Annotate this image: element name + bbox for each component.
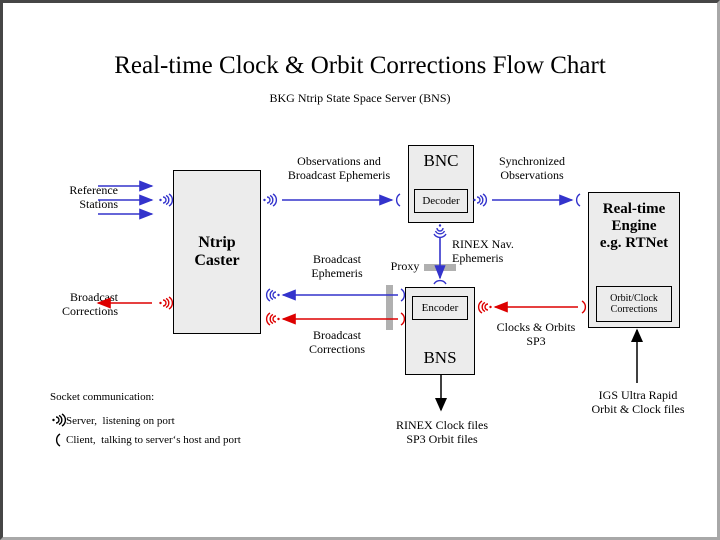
legend-item-client-label: Client, talking to server‘s host and por…	[66, 434, 241, 446]
proxy-bar-vertical	[386, 285, 393, 330]
label-rinex-clock-sp3-files: RINEX Clock files SP3 Orbit files	[396, 418, 488, 447]
rt-engine-line2: Engine	[611, 218, 657, 234]
server-socket-icon-rinex-nav	[433, 223, 447, 239]
client-socket-icon-bns-rinex	[433, 279, 447, 285]
label-broadcast-ephemeris: Broadcast Ephemeris	[311, 252, 363, 281]
label-broadcast-corrections-mid: Broadcast Corrections	[309, 328, 365, 357]
server-socket-icon-caster-out	[158, 296, 174, 310]
orbit-clock-line1: Orbit/Clock	[610, 292, 658, 304]
rt-engine-line1: Real-time	[602, 201, 666, 217]
box-orbit-clock-corrections[interactable]: Orbit/Clock Corrections	[596, 286, 672, 322]
server-socket-icon-caster-in	[158, 193, 174, 207]
page-title: Real-time Clock & Orbit Corrections Flow…	[114, 52, 606, 79]
ntrip-caster-line1: Ntrip	[198, 234, 236, 251]
label-observations-broadcast-ephemeris: Observations and Broadcast Ephemeris	[287, 154, 391, 183]
label-rinex-nav-ephemeris: RINEX Nav. Ephemeris	[452, 237, 514, 266]
orbit-clock-line2: Corrections	[610, 304, 658, 315]
server-socket-icon-caster-obs	[262, 193, 278, 207]
label-clocks-orbits-sp3: Clocks & Orbits SP3	[496, 320, 576, 349]
server-socket-icon-bnc-sync	[472, 193, 488, 207]
label-reference-stations: Reference Stations	[69, 183, 118, 212]
page-subtitle: BKG Ntrip State Space Server (BNS)	[269, 91, 451, 105]
label-proxy: Proxy	[390, 259, 420, 273]
box-ntrip-caster[interactable]: Ntrip Caster	[173, 170, 261, 334]
client-socket-icon-bns-bccorr	[400, 312, 406, 326]
label-broadcast-corrections-left: Broadcast Corrections	[62, 290, 118, 319]
legend-item-server-label: Server, listening on port	[66, 415, 175, 427]
client-socket-icon-legend	[55, 433, 61, 447]
label-igs-ultra-rapid: IGS Ultra Rapid Orbit & Clock files	[591, 388, 685, 417]
ntrip-caster-line2: Caster	[194, 252, 240, 269]
bns-title: BNS	[423, 348, 457, 367]
server-socket-icon-legend	[51, 413, 67, 427]
client-socket-icon-bnc-obs	[395, 193, 401, 207]
box-bns-encoder[interactable]: Encoder	[412, 296, 468, 320]
client-socket-icon-rtengine-clocks	[581, 300, 587, 314]
client-socket-icon-rtengine-sync	[575, 193, 581, 207]
legend-heading: Socket communication:	[50, 391, 155, 403]
client-socket-icon-bns-bcep	[400, 288, 406, 302]
bnc-title: BNC	[423, 151, 459, 170]
server-socket-icon-caster-bcep	[265, 288, 281, 302]
server-socket-icon-caster-bccorr	[265, 312, 281, 326]
rt-engine-line3: e.g. RTNet	[599, 235, 669, 251]
server-socket-icon-bns-clocks	[477, 300, 493, 314]
box-bnc-decoder[interactable]: Decoder	[414, 189, 468, 213]
bnc-decoder-label: Decoder	[422, 194, 460, 207]
bns-encoder-label: Encoder	[421, 301, 459, 314]
label-synchronized-observations: Synchronized Observations	[499, 154, 565, 183]
